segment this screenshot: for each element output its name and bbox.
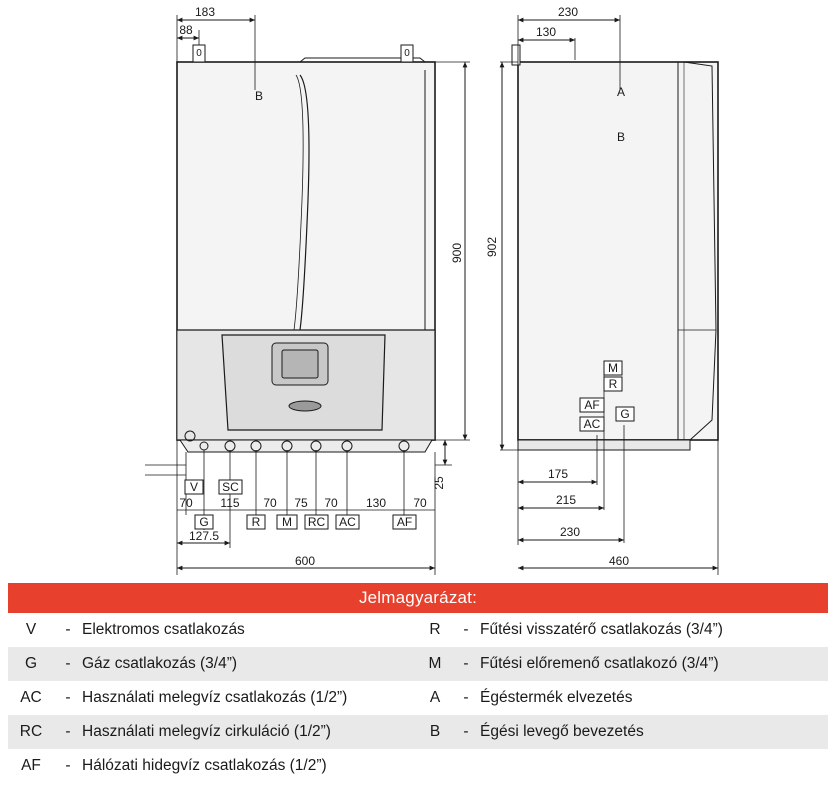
dim-230-top: 230	[558, 5, 578, 19]
legend-separator: -	[65, 655, 71, 672]
tag-side-ac: AC	[579, 416, 605, 432]
dim-127-5: 127.5	[189, 529, 219, 543]
legend-code: AC	[20, 689, 42, 706]
svg-text:M: M	[608, 361, 618, 375]
dim-183: 183	[195, 5, 215, 19]
legend-description: Hálózati hidegvíz csatlakozás (1/2”)	[82, 757, 327, 774]
svg-text:RC: RC	[308, 515, 326, 529]
legend-row: G - Gáz csatlakozás (3/4”) M - Fűtési el…	[8, 647, 828, 681]
legend-row: V - Elektromos csatlakozás R - Fűtési vi…	[8, 613, 828, 647]
label-b-front: B	[255, 89, 263, 103]
brand-logo	[288, 400, 322, 412]
legend-row: AF - Hálózati hidegvíz csatlakozás (1/2”…	[8, 749, 828, 783]
legend-code: AF	[21, 757, 41, 774]
technical-drawing: 183 88 0 0 B 900 25 127.5 600 V SC 70 11…	[145, 5, 719, 575]
legend-description: Égéstermék elvezetés	[480, 689, 633, 706]
legend-separator: -	[463, 689, 469, 706]
legend-description: Használati melegvíz csatlakozás (1/2”)	[82, 689, 348, 706]
dim-215: 215	[556, 493, 576, 507]
dim-900: 900	[450, 243, 464, 263]
dim-88: 88	[179, 23, 193, 37]
dim-115: 115	[220, 496, 239, 510]
legend-description: Fűtési visszatérő csatlakozás (3/4”)	[480, 621, 723, 638]
tag-ac: AC	[335, 514, 360, 530]
marker-front-left: 0	[196, 48, 202, 59]
legend-code: RC	[19, 723, 43, 740]
legend-code: B	[429, 723, 441, 740]
svg-text:G: G	[620, 407, 629, 421]
svg-text:R: R	[609, 377, 618, 391]
svg-text:SC: SC	[222, 480, 239, 494]
dim-175: 175	[548, 467, 568, 481]
legend-code: M	[428, 655, 442, 672]
dim-70-d: 70	[413, 496, 427, 510]
dim-460: 460	[609, 554, 629, 568]
legend-code: R	[429, 621, 441, 638]
tag-rc: RC	[304, 514, 329, 530]
label-b-side: B	[617, 130, 625, 144]
legend-separator: -	[65, 621, 71, 638]
legend-separator: -	[463, 621, 469, 638]
dim-130-top: 130	[536, 25, 556, 39]
legend-separator: -	[463, 655, 469, 672]
marker-front-right: 0	[404, 48, 410, 59]
dim-902: 902	[485, 237, 499, 257]
tag-v: V	[184, 479, 204, 495]
svg-text:AF: AF	[397, 515, 412, 529]
tag-m: M	[276, 514, 298, 530]
svg-text:G: G	[199, 515, 208, 529]
dims-row: 70 115 70 75 70 130 70	[179, 496, 427, 510]
side-view-labels: 230 130 A B 902 175 215 230 460	[485, 5, 629, 568]
svg-text:M: M	[282, 515, 292, 529]
legend-description: Gáz csatlakozás (3/4”)	[82, 655, 238, 672]
dim-230-bottom: 230	[560, 525, 580, 539]
tag-side-af: AF	[579, 397, 605, 413]
label-a-side: A	[617, 85, 625, 99]
legend: Jelmagyarázat: V - Elektromos csatlakozá…	[8, 583, 828, 783]
dim-70-b: 70	[263, 496, 277, 510]
legend-description: Használati melegvíz cirkuláció (1/2”)	[82, 723, 331, 740]
svg-text:AC: AC	[339, 515, 356, 529]
svg-text:AC: AC	[584, 417, 601, 431]
dim-25: 25	[432, 476, 446, 490]
legend-separator: -	[65, 723, 71, 740]
dim-130: 130	[366, 496, 386, 510]
legend-description: Fűtési előremenő csatlakozó (3/4”)	[480, 655, 719, 672]
legend-separator: -	[65, 689, 71, 706]
legend-title: Jelmagyarázat:	[8, 583, 828, 613]
tag-r: R	[246, 514, 266, 530]
legend-separator: -	[65, 757, 71, 774]
tag-g: G	[194, 514, 214, 530]
legend-row: RC - Használati melegvíz cirkuláció (1/2…	[8, 715, 828, 749]
tag-side-g: G	[615, 406, 635, 422]
front-view	[145, 15, 470, 575]
tag-af: AF	[392, 514, 417, 530]
side-view	[499, 15, 719, 575]
legend-separator: -	[463, 723, 469, 740]
legend-description: Elektromos csatlakozás	[82, 621, 245, 638]
tag-side-m: M	[603, 360, 623, 376]
svg-text:V: V	[190, 480, 198, 494]
dim-75: 75	[294, 496, 308, 510]
svg-text:AF: AF	[584, 398, 599, 412]
legend-code: G	[24, 655, 38, 672]
svg-text:R: R	[252, 515, 261, 529]
tag-sc: SC	[218, 479, 243, 495]
legend-row: AC - Használati melegvíz csatlakozás (1/…	[8, 681, 828, 715]
tag-side-r: R	[603, 376, 623, 392]
legend-code: V	[25, 621, 37, 638]
dim-70-a: 70	[179, 496, 193, 510]
front-view-labels: 183 88 0 0 B 900 25 127.5 600	[179, 5, 464, 568]
dim-600: 600	[295, 554, 315, 568]
dim-70-c: 70	[324, 496, 338, 510]
legend-code: A	[429, 689, 441, 706]
legend-description: Égési levegő bevezetés	[480, 723, 644, 740]
